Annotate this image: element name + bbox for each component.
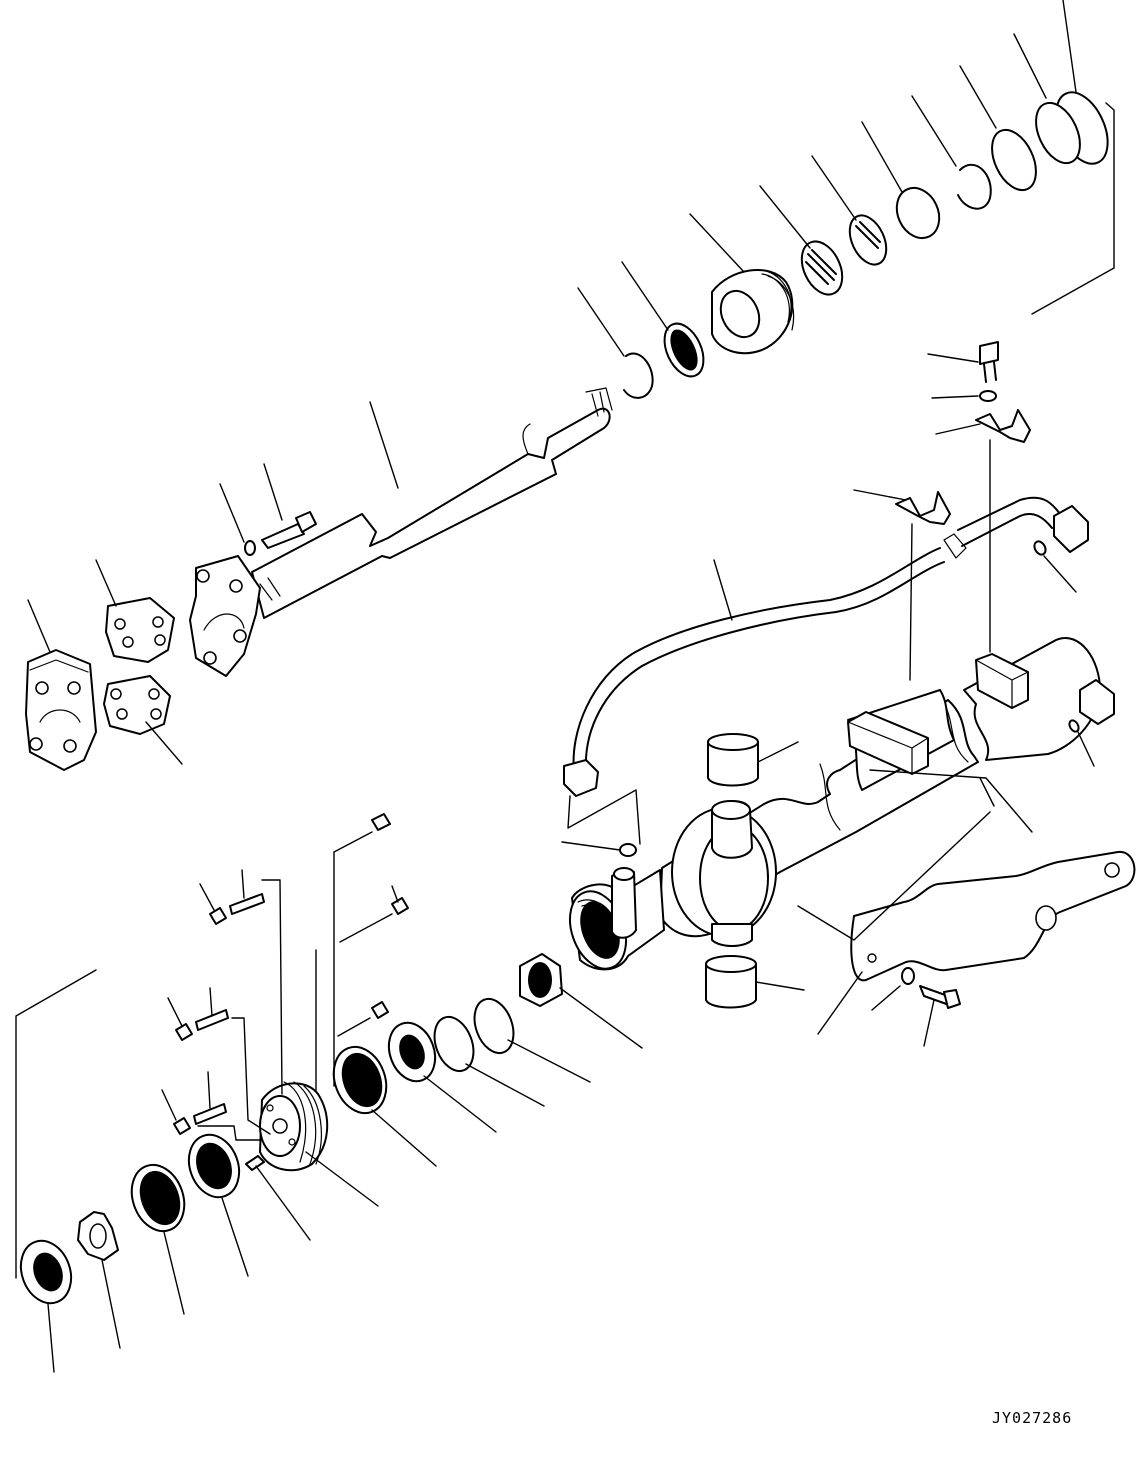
seal-ring bbox=[1035, 101, 1081, 165]
cushion-bushing bbox=[433, 1015, 475, 1073]
retaining-snap-ring bbox=[623, 352, 654, 399]
backup-ring bbox=[991, 128, 1037, 192]
bracket-washer bbox=[901, 967, 915, 985]
fitting-o-ring-lower bbox=[1068, 719, 1080, 733]
piston-group bbox=[15, 953, 643, 1373]
drawing-number: JY027286 bbox=[992, 1409, 1073, 1427]
piston-set-screws bbox=[161, 813, 409, 1141]
cylinder-head bbox=[577, 213, 795, 399]
piston-rod bbox=[189, 387, 613, 677]
hydraulic-tube bbox=[561, 496, 1089, 857]
fitting-o-ring-mid bbox=[619, 843, 637, 857]
cylinder-bottom bbox=[963, 637, 1101, 761]
shim-plates bbox=[95, 559, 183, 765]
rod-eye-bolt bbox=[261, 523, 305, 549]
grease-nipple bbox=[611, 869, 637, 939]
bottom-port-fitting bbox=[1079, 679, 1115, 725]
bolt-washer bbox=[244, 540, 256, 556]
cylinder-bracket bbox=[797, 811, 1136, 1047]
bushing bbox=[895, 186, 941, 240]
fitting-o-ring-upper bbox=[1033, 540, 1047, 556]
cylinder-tube bbox=[568, 637, 1115, 1009]
cushion-ring bbox=[473, 997, 515, 1055]
wear-ring bbox=[848, 214, 888, 266]
tube-fitting bbox=[1053, 505, 1089, 553]
mounting-block bbox=[847, 711, 929, 775]
snap-ring bbox=[957, 163, 992, 210]
rod-cap-clamp bbox=[25, 599, 97, 771]
upper-seal-ring-group bbox=[759, 0, 1115, 315]
tube-end-nut bbox=[563, 759, 599, 797]
piston-pin bbox=[245, 1155, 265, 1171]
tube-clamps bbox=[853, 341, 1031, 681]
clamp-bolt bbox=[979, 341, 999, 365]
clamp-washer bbox=[979, 390, 997, 402]
